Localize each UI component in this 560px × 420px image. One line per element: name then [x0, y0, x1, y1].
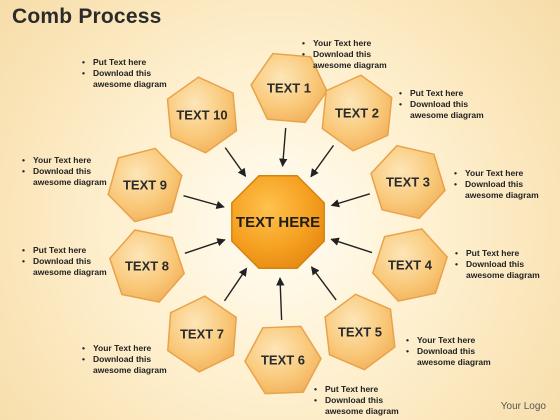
note-line: awesome diagram	[33, 177, 107, 187]
hexagon-shape	[370, 144, 446, 220]
step-hexagon-5: TEXT 5	[324, 293, 396, 371]
note-line: Download this	[314, 395, 399, 406]
arrow-2	[310, 144, 335, 178]
step-label-10: TEXT 10	[176, 108, 227, 123]
note-line: Download this	[399, 99, 484, 110]
step-label-2: TEXT 2	[335, 106, 379, 121]
note-line: Your Text here	[302, 38, 387, 49]
hexagon-shape	[108, 229, 186, 303]
note-line: awesome diagram	[93, 365, 167, 375]
step-label-1: TEXT 1	[267, 81, 311, 96]
step-hexagon-2: TEXT 2	[321, 74, 393, 152]
note-line: Download this	[22, 256, 107, 267]
note-line: awesome diagram	[465, 190, 539, 200]
step-label-3: TEXT 3	[386, 175, 430, 190]
note-line: Download this	[455, 259, 540, 270]
note-line: Your Text here	[22, 155, 107, 166]
step-label-6: TEXT 6	[261, 353, 305, 368]
note-line: Download this	[454, 179, 539, 190]
note-line: Download this	[22, 166, 107, 177]
step-hexagon-4: TEXT 4	[371, 228, 449, 302]
arrow-3	[330, 193, 371, 208]
note-line: Download this	[406, 346, 491, 357]
hexagon-shape	[107, 147, 183, 223]
note-line: Your Text here	[406, 335, 491, 346]
hexagon-shape	[371, 228, 449, 302]
note-line: awesome diagram	[417, 357, 491, 367]
arrow-6	[276, 277, 285, 321]
note-line: awesome diagram	[466, 270, 540, 280]
arrow-5	[310, 266, 337, 301]
note-line: Download this	[82, 354, 167, 365]
page-title: Comb Process	[12, 5, 162, 28]
step-label-9: TEXT 9	[123, 178, 167, 193]
note-line: awesome diagram	[33, 267, 107, 277]
arrow-1	[279, 127, 288, 168]
step-label-8: TEXT 8	[125, 259, 169, 274]
arrow-9	[183, 195, 225, 210]
hexagon-shape	[321, 74, 393, 152]
note-line: Put Text here	[22, 245, 107, 256]
note-line: Put Text here	[82, 57, 167, 68]
note-line: Download this	[302, 49, 387, 60]
arrow-10	[224, 147, 247, 177]
arrow-4	[330, 237, 373, 254]
arrow-8	[184, 238, 226, 254]
step-hexagon-6: TEXT 6	[244, 325, 322, 395]
hexagon-shape	[166, 76, 238, 154]
step-hexagon-3: TEXT 3	[370, 144, 446, 220]
note-line: awesome diagram	[325, 406, 399, 416]
step-label-5: TEXT 5	[338, 325, 382, 340]
center-octagon	[231, 175, 325, 269]
note-line: Your Text here	[82, 343, 167, 354]
logo-text: Your Logo	[500, 401, 546, 412]
step-hexagon-8: TEXT 8	[108, 229, 186, 303]
step-hexagon-7: TEXT 7	[167, 295, 237, 373]
note-line: Your Text here	[454, 168, 539, 179]
arrow-7	[223, 267, 248, 302]
note-line: awesome diagram	[93, 79, 167, 89]
note-line: Put Text here	[399, 88, 484, 99]
note-line: Put Text here	[455, 248, 540, 259]
center-label: TEXT HERE	[236, 214, 320, 231]
step-hexagon-10: TEXT 10	[166, 76, 238, 154]
note-line: Put Text here	[314, 384, 399, 395]
note-line: Download this	[82, 68, 167, 79]
step-label-7: TEXT 7	[180, 327, 224, 342]
hexagon-shape	[167, 295, 237, 373]
note-line: awesome diagram	[313, 60, 387, 70]
hexagon-shape	[244, 325, 322, 395]
note-line: awesome diagram	[410, 110, 484, 120]
hexagon-shape	[324, 293, 396, 371]
step-hexagon-9: TEXT 9	[107, 147, 183, 223]
step-label-4: TEXT 4	[388, 258, 433, 273]
